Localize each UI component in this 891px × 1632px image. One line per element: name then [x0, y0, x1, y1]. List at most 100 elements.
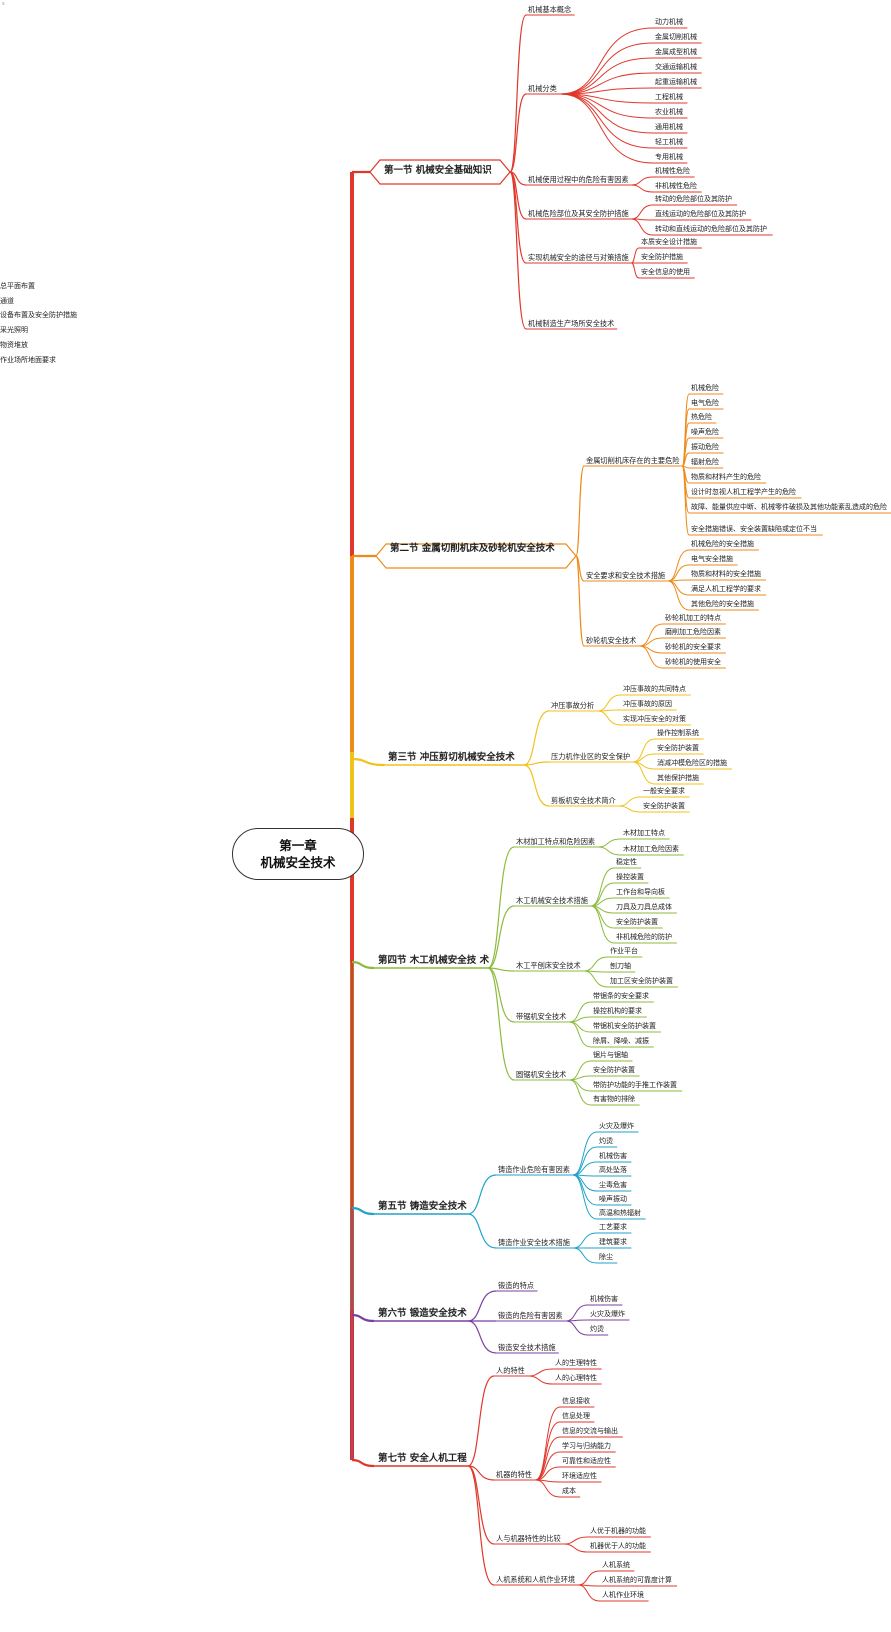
leaf-item[interactable]: 工艺要求 [599, 1223, 627, 1231]
leaf-item[interactable]: 安全防护装置 [657, 744, 699, 752]
leaf-item[interactable]: 建筑要求 [599, 1238, 627, 1246]
leaf-item[interactable]: 通道 [0, 297, 14, 305]
leaf-item[interactable]: 热危险 [691, 413, 712, 421]
leaf-item[interactable]: 火灾及爆炸 [599, 1122, 634, 1130]
leaf-item[interactable]: 消减冲模危险区的措施 [657, 759, 727, 767]
branch-item[interactable]: 机械分类 [528, 84, 557, 93]
branch-item[interactable]: 机械基本概念 [528, 5, 572, 14]
leaf-item[interactable]: 灼烫 [590, 1325, 604, 1333]
leaf-item[interactable]: 设备布置及安全防护措施 [0, 311, 77, 319]
leaf-item[interactable]: 锯片与锯轴 [593, 1051, 628, 1059]
leaf-item[interactable]: 物资堆放 [0, 341, 28, 349]
leaf-item[interactable]: 冲压事故的原因 [623, 700, 672, 708]
leaf-item[interactable]: 工程机械 [655, 93, 683, 101]
leaf-item[interactable]: 木材加工危险因素 [623, 845, 679, 853]
leaf-item[interactable]: 物质和材料的安全措施 [691, 570, 761, 578]
leaf-item[interactable]: 作业平台 [610, 947, 638, 955]
leaf-item[interactable]: 金属成型机械 [655, 48, 697, 56]
leaf-item[interactable]: 农业机械 [655, 108, 683, 116]
branch-item[interactable]: 圆锯机安全技术 [516, 1070, 567, 1079]
leaf-item[interactable]: 实现冲压安全的对策 [623, 715, 686, 723]
leaf-item[interactable]: 冲压事故的共同特点 [623, 685, 686, 693]
leaf-item[interactable]: 故障、能量供应中断、机械零件破损及其他功能紊乱造成的危险 [691, 503, 887, 511]
leaf-item[interactable]: 起重运输机械 [655, 78, 697, 86]
branch-item[interactable]: 机械危险部位及其安全防护措施 [528, 209, 629, 218]
leaf-item[interactable]: 机器优于人的功能 [590, 1542, 646, 1550]
leaf-item[interactable]: 加工区安全防护装置 [610, 977, 673, 985]
branch-item[interactable]: 砂轮机安全技术 [586, 636, 637, 645]
leaf-item[interactable]: 学习与归纳能力 [562, 1442, 611, 1450]
branch-item[interactable]: 木材加工特点和危险因素 [516, 837, 596, 846]
branch-item[interactable]: 金属切削机床存在的主要危险 [586, 456, 680, 465]
branch-item[interactable]: 机器的特性 [496, 1470, 532, 1479]
leaf-item[interactable]: 振动危险 [691, 443, 719, 451]
section-title[interactable]: 第六节 锻造安全技术 [378, 1308, 467, 1319]
section-title[interactable]: 第五节 铸造安全技术 [378, 1201, 467, 1212]
leaf-item[interactable]: 环境适应性 [562, 1472, 597, 1480]
leaf-item[interactable]: 刨刀轴 [610, 962, 631, 970]
branch-item[interactable]: 铸造作业危险有害因素 [498, 1165, 570, 1174]
leaf-item[interactable]: 工作台和导向板 [616, 888, 665, 896]
leaf-item[interactable]: 一般安全要求 [643, 787, 685, 795]
leaf-item[interactable]: 砂轮机的安全要求 [665, 643, 721, 651]
leaf-item[interactable]: 专用机械 [655, 153, 683, 161]
leaf-item[interactable]: 操控机构的要求 [593, 1007, 642, 1015]
leaf-item[interactable]: 信息处理 [562, 1412, 590, 1420]
branch-item[interactable]: 安全要求和安全技术措施 [586, 571, 666, 580]
leaf-item[interactable]: 安全防护装置 [593, 1066, 635, 1074]
branch-item[interactable]: 锻造的危险有害因素 [498, 1311, 563, 1320]
leaf-item[interactable]: 非机械性危险 [655, 182, 697, 190]
leaf-item[interactable]: 电气安全措施 [691, 555, 733, 563]
leaf-item[interactable]: 轻工机械 [655, 138, 683, 146]
leaf-item[interactable]: 安全措施错误、安全装置缺陷或定位不当 [691, 525, 817, 533]
branch-item[interactable]: 人与机器特性的比较 [496, 1534, 561, 1543]
section-title[interactable]: 第四节 木工机械安全技 术 [378, 955, 490, 966]
branch-item[interactable]: 剪板机安全技术简介 [551, 796, 616, 805]
leaf-item[interactable]: 其他危险的安全措施 [691, 600, 754, 608]
leaf-item[interactable]: 操作控制系统 [657, 729, 699, 737]
leaf-item[interactable]: 有害物的排除 [593, 1095, 635, 1103]
branch-item[interactable]: 带锯机安全技术 [516, 1012, 567, 1021]
leaf-item[interactable]: 木材加工特点 [623, 829, 665, 837]
leaf-item[interactable]: 成本 [562, 1487, 576, 1495]
branch-item[interactable]: 机械使用过程中的危险有害因素 [528, 175, 629, 184]
leaf-item[interactable]: 机械伤害 [590, 1295, 618, 1303]
branch-item[interactable]: 木工平刨床安全技术 [516, 961, 581, 970]
leaf-item[interactable]: 设计时忽视人机工程学产生的危险 [691, 488, 796, 496]
branch-item[interactable]: 铸造作业安全技术措施 [498, 1238, 570, 1247]
leaf-item[interactable]: 人机系统的可靠度计算 [602, 1576, 672, 1584]
leaf-item[interactable]: 安全信息的使用 [641, 268, 690, 276]
section-title[interactable]: 第三节 冲压剪切机械安全技术 [388, 752, 515, 763]
leaf-item[interactable]: 稳定性 [616, 858, 637, 866]
leaf-item[interactable]: 除屑、降噪、减振 [593, 1037, 649, 1045]
branch-item[interactable]: 机械制造生产场所安全技术 [528, 319, 615, 328]
leaf-item[interactable]: 磨削加工危险因素 [665, 628, 721, 636]
leaf-item[interactable]: 刀具及刀具总成体 [616, 903, 672, 911]
leaf-item[interactable]: 作业场所地面要求 [0, 356, 56, 364]
branch-item[interactable]: 冲压事故分析 [551, 701, 595, 710]
section-title[interactable]: 第七节 安全人机工程 [378, 1453, 467, 1464]
leaf-item[interactable]: 直线运动的危险部位及其防护 [655, 210, 746, 218]
leaf-item[interactable]: 信息的交流与输出 [562, 1427, 618, 1435]
leaf-item[interactable]: 物质和材料产生的危险 [691, 473, 761, 481]
leaf-item[interactable]: 噪声振动 [599, 1195, 627, 1203]
leaf-item[interactable]: 砂轮机加工的特点 [665, 614, 721, 622]
leaf-item[interactable]: 转动和直线运动的危险部位及其防护 [655, 225, 767, 233]
leaf-item[interactable]: 采光照明 [0, 326, 28, 334]
leaf-item[interactable]: 带锯机安全防护装置 [593, 1022, 656, 1030]
leaf-item[interactable]: 火灾及爆炸 [590, 1310, 625, 1318]
leaf-item[interactable]: 带锯条的安全要求 [593, 992, 649, 1000]
leaf-item[interactable]: 尘毒危害 [599, 1181, 627, 1189]
leaf-item[interactable]: 本质安全设计措施 [641, 238, 697, 246]
branch-item[interactable]: 锻造安全技术措施 [498, 1343, 556, 1352]
leaf-item[interactable]: 交通运输机械 [655, 63, 697, 71]
branch-item[interactable]: 人机系统和人机作业环境 [496, 1575, 576, 1584]
section-title[interactable]: 第一节 机械安全基础知识 [384, 165, 492, 176]
leaf-item[interactable]: 辐射危险 [691, 458, 719, 466]
leaf-item[interactable]: 转动的危险部位及其防护 [655, 195, 732, 203]
leaf-item[interactable]: 带防护功能的手推工作装置 [593, 1081, 677, 1089]
leaf-item[interactable]: 除尘 [599, 1253, 613, 1261]
branch-item[interactable]: 实现机械安全的途径与对策措施 [528, 253, 629, 262]
leaf-item[interactable]: 人优于机器的功能 [590, 1527, 646, 1535]
leaf-item[interactable]: 安全防护装置 [616, 918, 658, 926]
